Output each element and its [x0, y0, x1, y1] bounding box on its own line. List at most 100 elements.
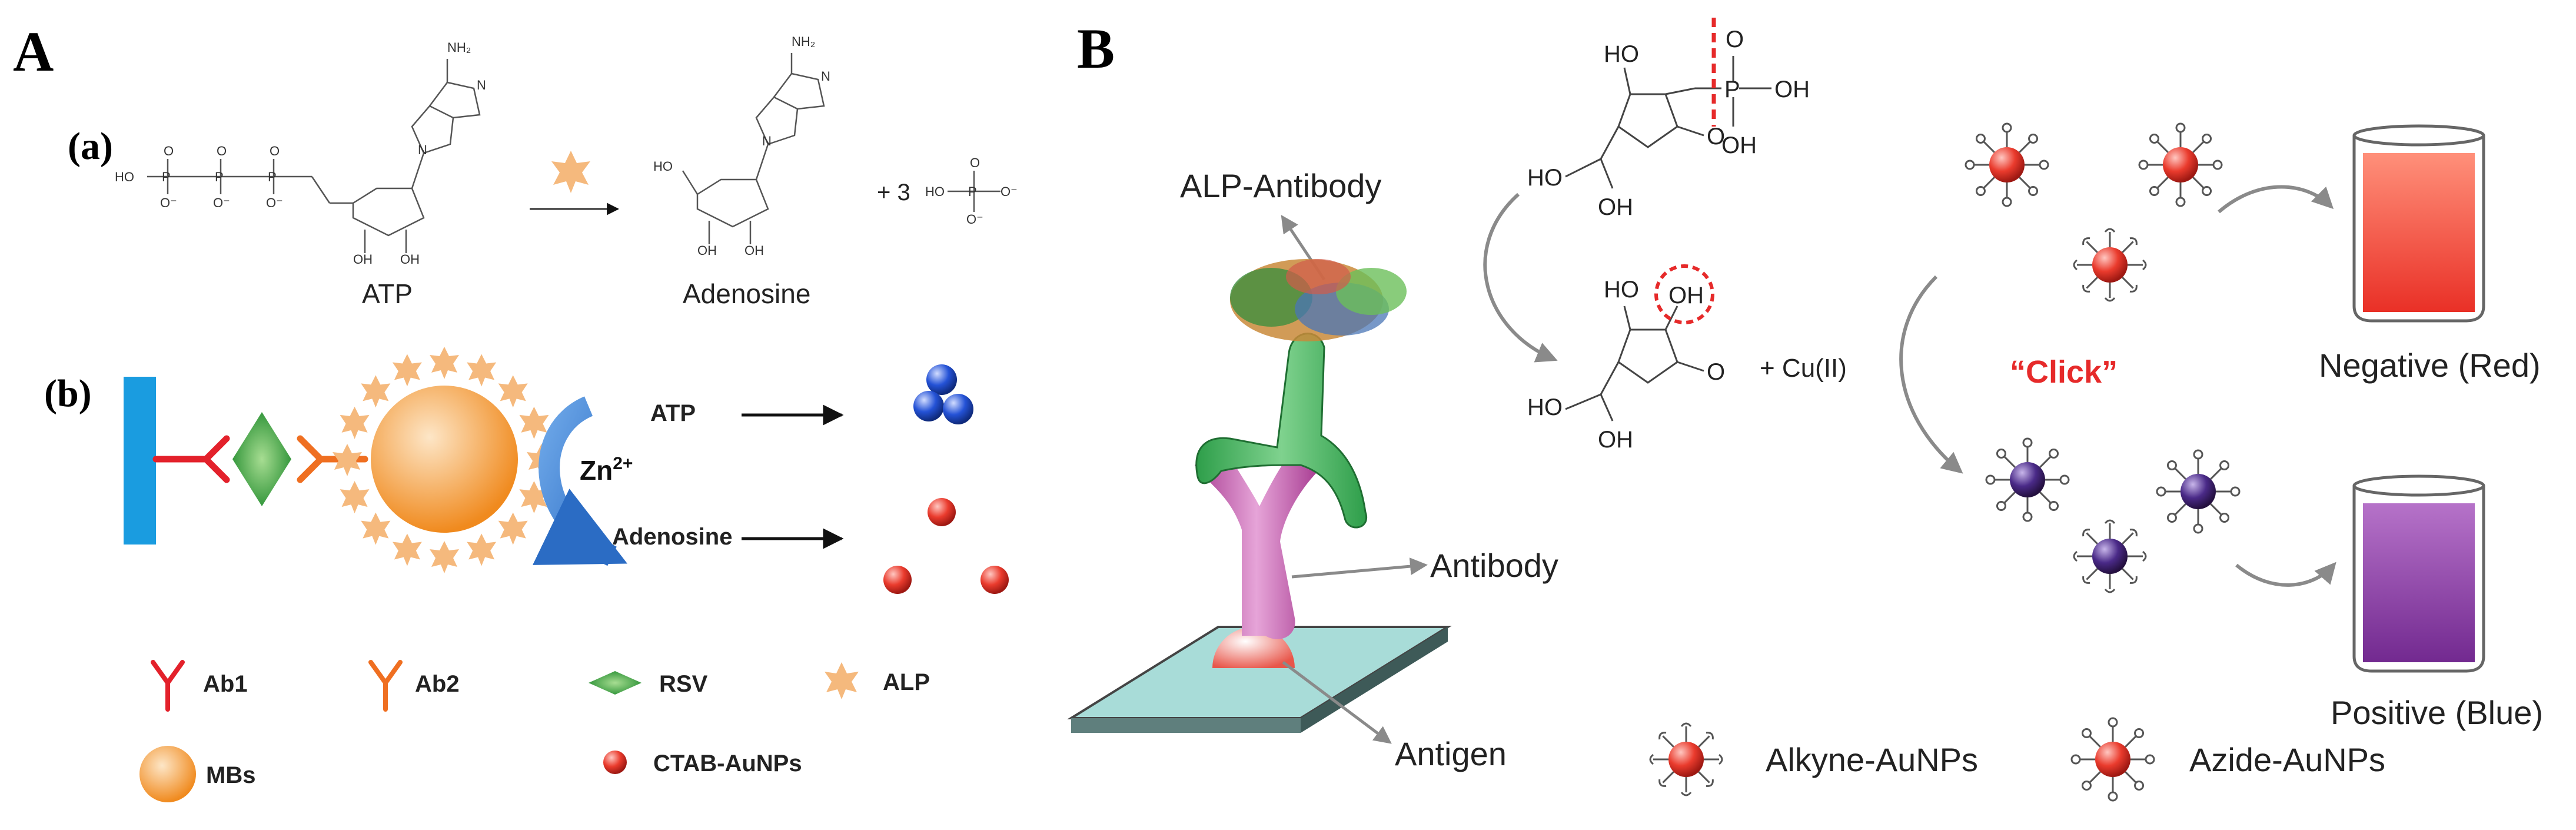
svg-text:HO: HO — [925, 184, 945, 199]
antigen-label: Antigen — [1395, 735, 1507, 772]
svg-text:ALP: ALP — [883, 669, 930, 695]
negative-arrow — [2218, 185, 2334, 214]
ascorbic-phosphate-atoms: HO P O O OH OH HO OH — [1527, 26, 1810, 220]
svg-text:O⁻: O⁻ — [160, 195, 177, 210]
oh-highlight — [1654, 264, 1714, 324]
svg-text:NH₂: NH₂ — [792, 34, 815, 49]
svg-text:P: P — [968, 184, 977, 199]
svg-text:P: P — [1724, 77, 1740, 102]
adenosine-label: Adenosine — [683, 278, 810, 309]
svg-text:OH: OH — [697, 243, 717, 258]
rsv-antigen — [232, 412, 291, 506]
subpanel-a-label: (a) — [68, 125, 113, 168]
alp-enzyme-icon — [551, 151, 590, 193]
svg-text:OH: OH — [1668, 283, 1704, 308]
negative-label: Negative (Red) — [2319, 347, 2541, 384]
svg-text:N: N — [477, 78, 486, 92]
svg-text:HO: HO — [653, 159, 673, 174]
svg-text:Ab2: Ab2 — [415, 671, 460, 697]
svg-text:O: O — [1707, 359, 1725, 385]
svg-text:P: P — [268, 170, 277, 184]
dispersed-nanoparticles — [1965, 122, 2223, 302]
negative-beaker — [2352, 124, 2485, 323]
ascorbic-acid-atoms: HO OH O HO OH — [1527, 277, 1725, 453]
substrate-bar — [124, 377, 156, 545]
phosphate-count: + 3 — [877, 180, 910, 205]
subpanel-b-label: (b) — [44, 372, 92, 415]
svg-text:HO: HO — [115, 170, 134, 184]
svg-text:P: P — [162, 170, 171, 184]
svg-text:O⁻: O⁻ — [266, 195, 283, 210]
alp-enzyme-protein — [1230, 259, 1407, 341]
dispersed-aunps — [883, 498, 1009, 594]
atp-label: ATP — [362, 278, 413, 309]
antibody-label: Antibody — [1430, 547, 1558, 584]
svg-text:N: N — [418, 142, 427, 157]
branch-atp-label: ATP — [650, 400, 696, 426]
cu-label: + Cu(II) — [1760, 354, 1847, 383]
click-arrow — [1899, 275, 1963, 474]
svg-text:O: O — [270, 144, 280, 158]
svg-text:HO: HO — [1604, 41, 1639, 67]
svg-text:CTAB-AuNPs: CTAB-AuNPs — [653, 751, 802, 776]
svg-text:P: P — [215, 170, 224, 184]
svg-text:O: O — [1707, 124, 1725, 150]
ascorbic-phosphate-structure — [1565, 56, 1771, 189]
azide-label: Azide-AuNPs — [2189, 741, 2385, 778]
zn-label: Zn2+ — [580, 454, 633, 486]
svg-text:O: O — [164, 144, 174, 158]
legend-rsv: RSV — [589, 671, 708, 697]
ascorbic-acid-structure — [1565, 306, 1704, 421]
svg-text:HO: HO — [1604, 277, 1639, 303]
legend-ab1: Ab1 — [151, 660, 248, 712]
aggregated-nanoparticles — [1985, 437, 2241, 593]
svg-text:OH: OH — [353, 252, 373, 267]
svg-text:HO: HO — [1527, 165, 1563, 191]
positive-beaker — [2352, 474, 2485, 673]
legend-azide-aunps — [2070, 717, 2155, 802]
adenosine-structure — [682, 53, 825, 244]
svg-text:OH: OH — [744, 243, 764, 258]
svg-text:OH: OH — [1598, 194, 1633, 220]
atp-atoms: HO P P P O O O O⁻ O⁻ O⁻ OH OH NH₂ N N — [115, 40, 486, 267]
alp-labeled-antibody — [1195, 333, 1368, 529]
svg-text:Ab1: Ab1 — [203, 671, 248, 697]
svg-text:O: O — [1726, 26, 1744, 52]
legend-mbs: MBs — [139, 746, 255, 802]
phosphate-structure — [948, 171, 1001, 212]
zn-arrow — [532, 396, 627, 566]
svg-text:O⁻: O⁻ — [966, 212, 983, 227]
branch-adenosine-label: Adenosine — [612, 524, 732, 550]
svg-text:N: N — [821, 69, 830, 84]
legend-alp: ALP — [825, 662, 930, 699]
svg-text:RSV: RSV — [659, 671, 708, 697]
svg-text:N: N — [762, 134, 772, 148]
alp-antibody-label: ALP-Antibody — [1180, 167, 1381, 204]
adenosine-atoms: HO OH OH NH₂ N N — [653, 34, 830, 258]
capture-antibody — [1195, 447, 1318, 639]
ab1-capture-antibody — [152, 435, 230, 483]
antibody-pointer — [1291, 557, 1428, 579]
svg-text:O: O — [970, 155, 980, 170]
antigen-pointer — [1282, 661, 1392, 744]
svg-text:O: O — [217, 144, 227, 158]
aggregated-aunps — [913, 364, 973, 424]
svg-text:OH: OH — [400, 252, 420, 267]
alkyne-label: Alkyne-AuNPs — [1766, 741, 1978, 778]
svg-text:OH: OH — [1721, 132, 1757, 158]
legend-alkyne-aunps — [1649, 722, 1723, 796]
panel-a-label: A — [13, 20, 54, 83]
panel-b-label: B — [1077, 17, 1115, 80]
svg-text:HO: HO — [1527, 394, 1563, 420]
atp-structure — [147, 59, 481, 253]
svg-text:O⁻: O⁻ — [1001, 184, 1018, 199]
svg-text:NH₂: NH₂ — [447, 40, 471, 55]
svg-text:O⁻: O⁻ — [213, 195, 230, 210]
positive-label: Positive (Blue) — [2331, 694, 2543, 731]
positive-arrow — [2235, 562, 2336, 587]
phosphate-atoms: HO P O O⁻ O⁻ — [925, 155, 1018, 227]
svg-text:OH: OH — [1774, 77, 1810, 102]
legend-ab2: Ab2 — [368, 660, 460, 712]
legend-ctab-aunps: CTAB-AuNPs — [603, 751, 802, 776]
magnetic-bead — [371, 386, 518, 533]
